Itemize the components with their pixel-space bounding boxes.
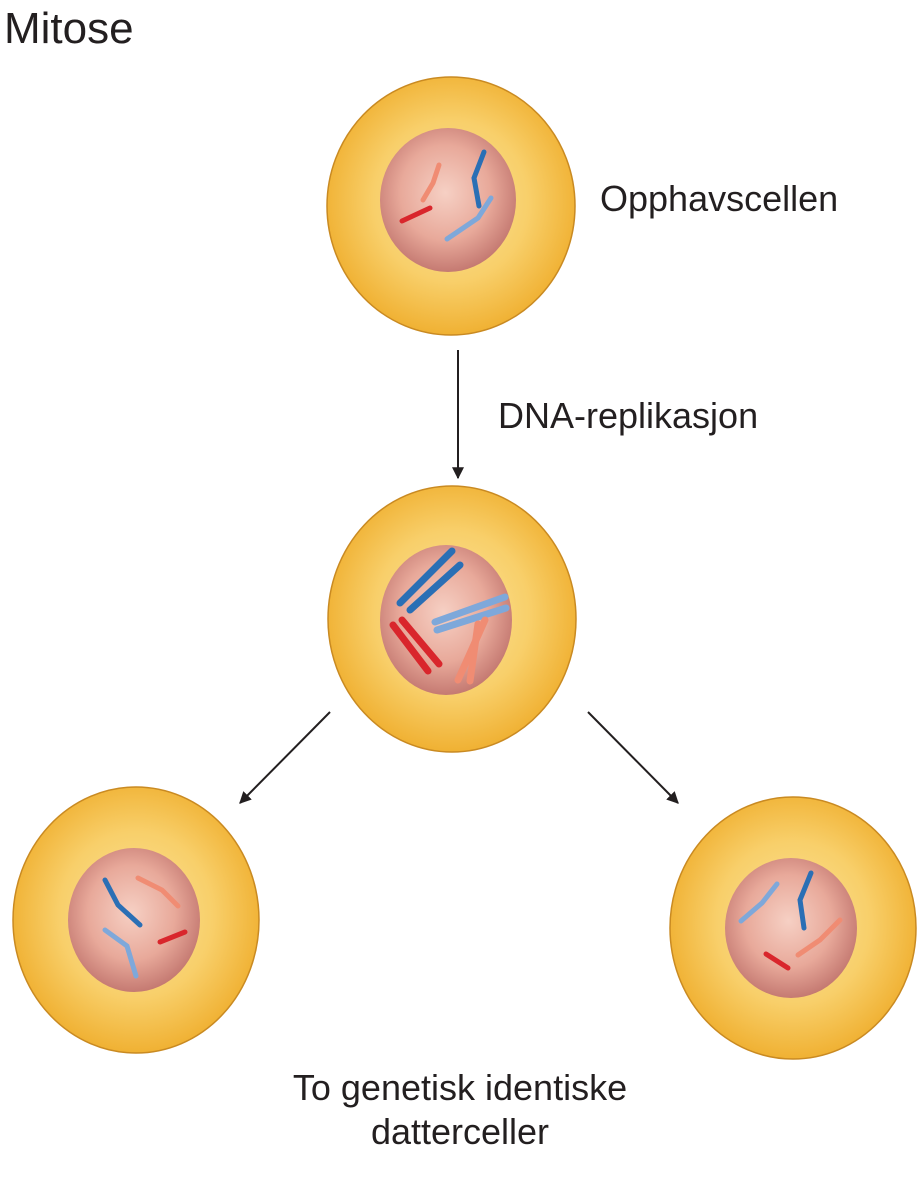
daughter-cell-right — [669, 796, 917, 1060]
sister-chromatids-dark-blue — [396, 547, 464, 614]
chromosome-dark-blue — [471, 149, 487, 209]
process-label: DNA-replikasjon — [498, 395, 759, 436]
chromosome-red — [399, 205, 433, 224]
division-arrow-right — [587, 711, 679, 804]
chromosome-red — [763, 951, 791, 971]
parent-cell-label: Opphavscellen — [600, 178, 839, 219]
sister-chromatids-red — [389, 616, 443, 675]
diagram-title: Mitose — [4, 4, 134, 53]
replicated-cell — [327, 485, 577, 753]
chromosome-dark-blue — [797, 870, 814, 931]
chromosome-light-blue — [738, 881, 780, 924]
chromosome-red — [157, 929, 188, 945]
division-arrow-left — [239, 711, 331, 804]
chromosome-light-blue — [444, 195, 494, 242]
chromosome-dark-blue — [102, 877, 143, 928]
sister-chromatids-light-blue — [431, 593, 510, 634]
parent-cell — [326, 76, 576, 336]
daughter-right-chromosomes — [738, 870, 843, 971]
chromosome-salmon — [135, 875, 181, 909]
sister-chromatids-salmon — [454, 616, 489, 685]
daughter-cell-left — [12, 786, 260, 1054]
chromosome-salmon — [420, 162, 442, 203]
daughter-right-nucleus — [725, 858, 857, 998]
replicated-chromosomes — [389, 547, 510, 685]
chromosome-salmon — [795, 917, 843, 958]
daughter-left-chromosomes — [102, 875, 188, 979]
daughter-cells-label: To genetisk identiske datterceller — [292, 1067, 628, 1152]
parent-nucleus — [380, 128, 516, 272]
chromosome-light-blue — [102, 927, 139, 979]
parent-chromosomes — [399, 149, 494, 242]
